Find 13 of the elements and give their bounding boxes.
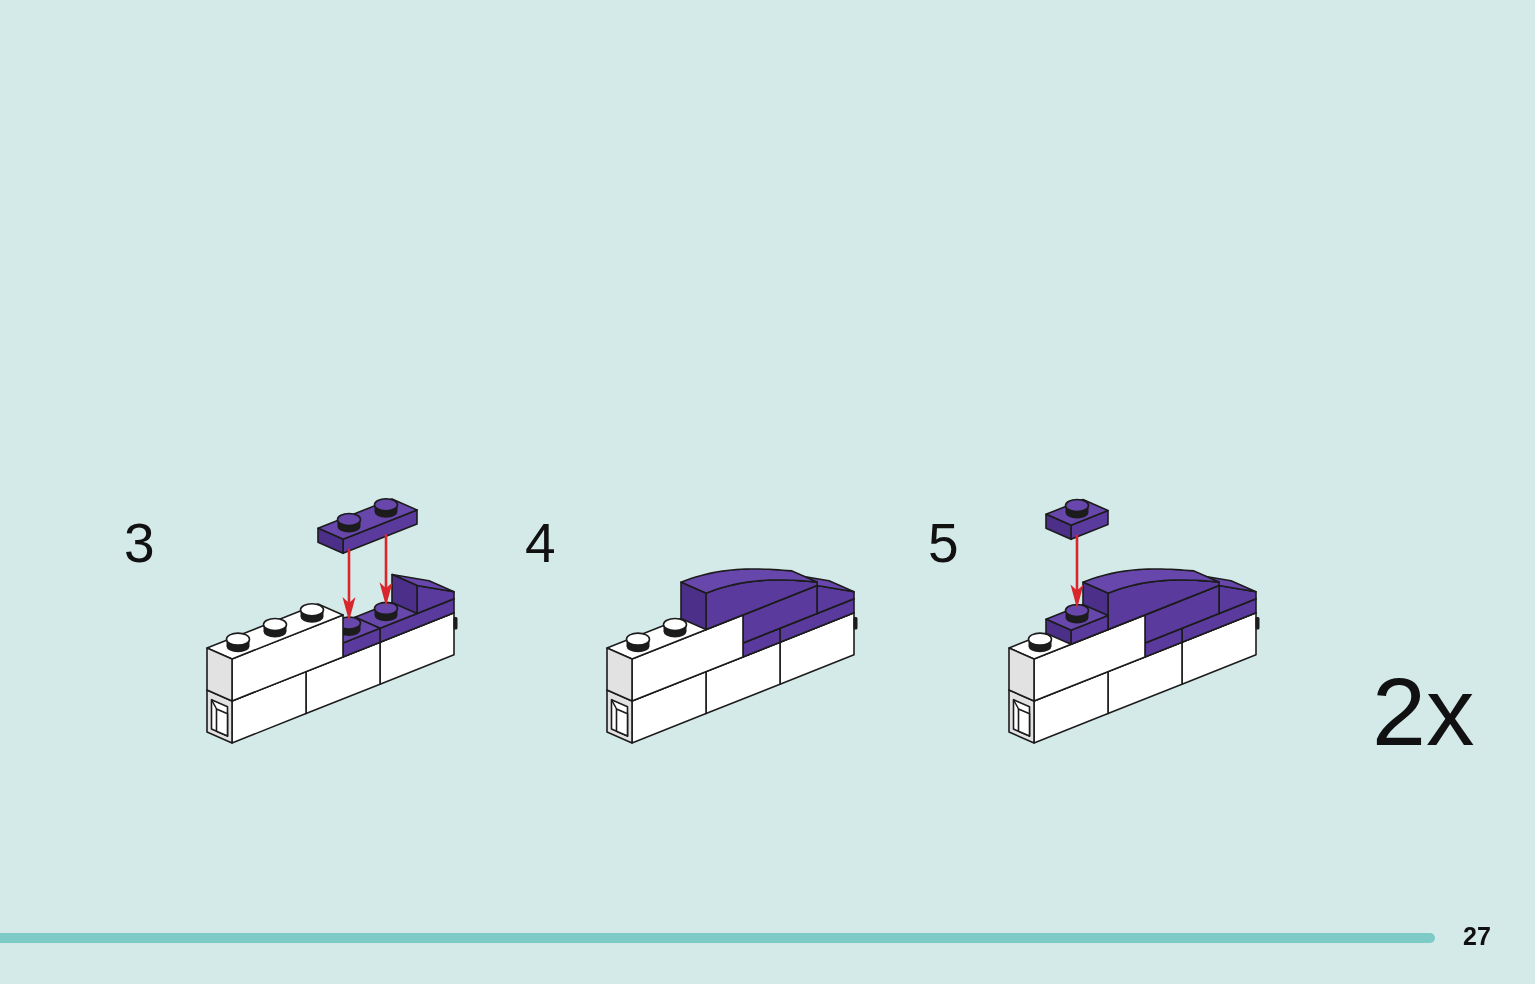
step-number: 4	[525, 516, 556, 571]
brick-model-drawing	[606, 568, 858, 744]
arrow	[379, 534, 393, 607]
quantity-label: 2x	[1372, 663, 1475, 760]
page-number: 27	[1463, 924, 1491, 949]
step-number: 3	[124, 516, 155, 571]
arrow	[342, 548, 356, 622]
loose-plate-drawing	[1045, 498, 1109, 541]
brick-model-drawing	[206, 573, 458, 744]
arrow	[1070, 534, 1084, 609]
step-number: 5	[928, 516, 959, 571]
brick-model-drawing	[1008, 568, 1260, 744]
loose-plate-drawing	[317, 497, 418, 555]
